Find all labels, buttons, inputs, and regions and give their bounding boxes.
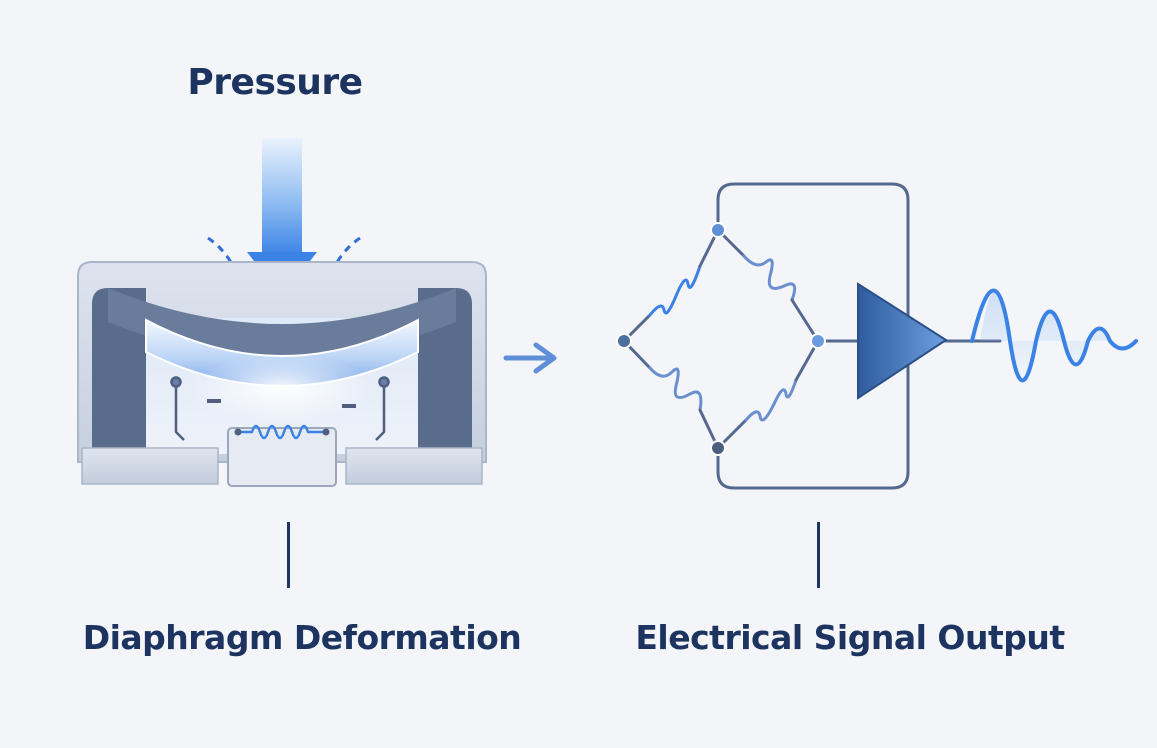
pressure-sensor	[77, 138, 487, 487]
minus-sign-left	[207, 399, 221, 403]
electrode-leads	[170, 376, 390, 441]
electrical-signal-output-caption: Electrical Signal Output	[635, 618, 1065, 657]
pressure-label: Pressure	[187, 62, 363, 103]
diaphragm	[145, 318, 419, 422]
wheatstone-bridge	[616, 182, 1002, 490]
left-divider-line	[287, 522, 290, 588]
minus-sign-right	[342, 404, 356, 408]
output-waveform	[970, 288, 1138, 383]
strain-gauge-resistor	[234, 424, 330, 440]
flow-arrow	[503, 342, 557, 374]
amplifier-triangle	[857, 282, 948, 400]
sensor-base	[81, 427, 483, 487]
diaphragm-deformation-caption: Diaphragm Deformation	[82, 618, 522, 657]
right-divider-line	[817, 522, 820, 588]
